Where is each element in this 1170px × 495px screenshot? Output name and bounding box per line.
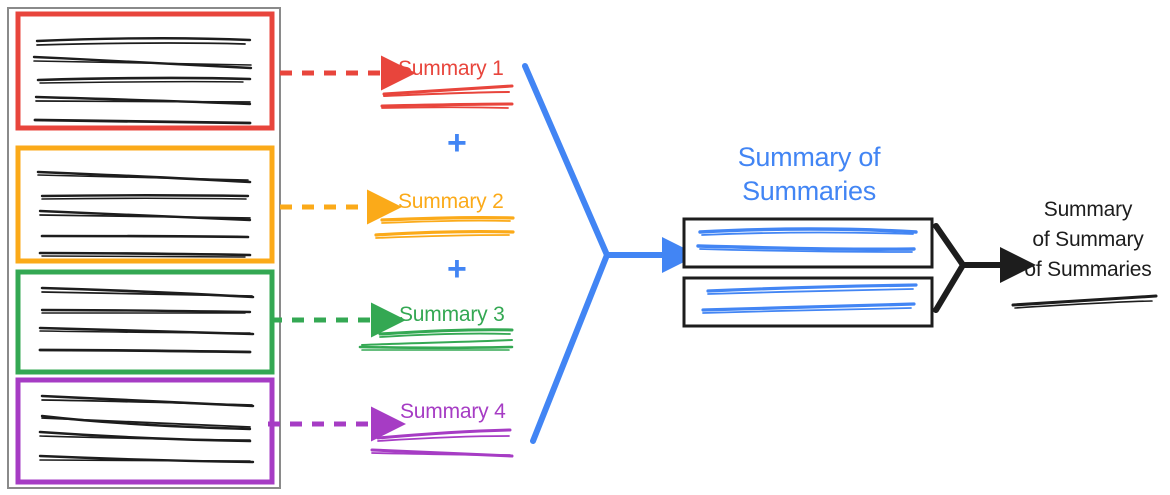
summary-4-lines: [370, 428, 514, 458]
summary-of-summaries-title: Summary of Summaries: [694, 140, 924, 208]
summary-1-label: Summary 1: [398, 57, 504, 80]
black-merge-connector: [933, 223, 966, 313]
summary-2-lines: [374, 216, 515, 239]
source-chunk-red: [15, 11, 275, 131]
summary-of-summaries-box-1-lines: [696, 227, 918, 253]
plus-sign-2: +: [447, 250, 467, 288]
source-document-container: [7, 7, 281, 489]
summary-1-lines: [380, 84, 514, 109]
summary-of-summaries-title-line-1: Summary of: [737, 142, 881, 172]
source-chunk-green-text-lines: [38, 286, 255, 354]
final-output-line-1: Summary: [1043, 198, 1133, 221]
summary-of-summaries-box-2-lines: [701, 283, 918, 314]
final-output-line-3: of Summaries: [1024, 258, 1152, 281]
final-output-label: Summary of Summary of Summaries: [1012, 195, 1164, 285]
summary-of-summaries-title-line-2: Summaries: [742, 176, 876, 206]
source-chunk-orange-text-lines: [36, 170, 252, 258]
summary-2-label: Summary 2: [398, 190, 504, 213]
source-chunk-orange: [15, 145, 275, 264]
summary-of-summaries-box-1: [682, 217, 934, 269]
summary-3-lines: [358, 328, 514, 351]
plus-sign-1: +: [447, 124, 467, 162]
summary-4-label: Summary 4: [400, 400, 506, 423]
source-chunk-red-text-lines: [32, 36, 253, 125]
summary-3-label: Summary 3: [399, 303, 505, 326]
source-chunk-purple-text-lines: [38, 394, 255, 464]
final-output-lines: [1011, 294, 1158, 309]
blue-merge-connector: [522, 63, 610, 444]
source-chunk-purple: [15, 377, 275, 485]
final-output-line-2: of Summary: [1032, 228, 1144, 251]
